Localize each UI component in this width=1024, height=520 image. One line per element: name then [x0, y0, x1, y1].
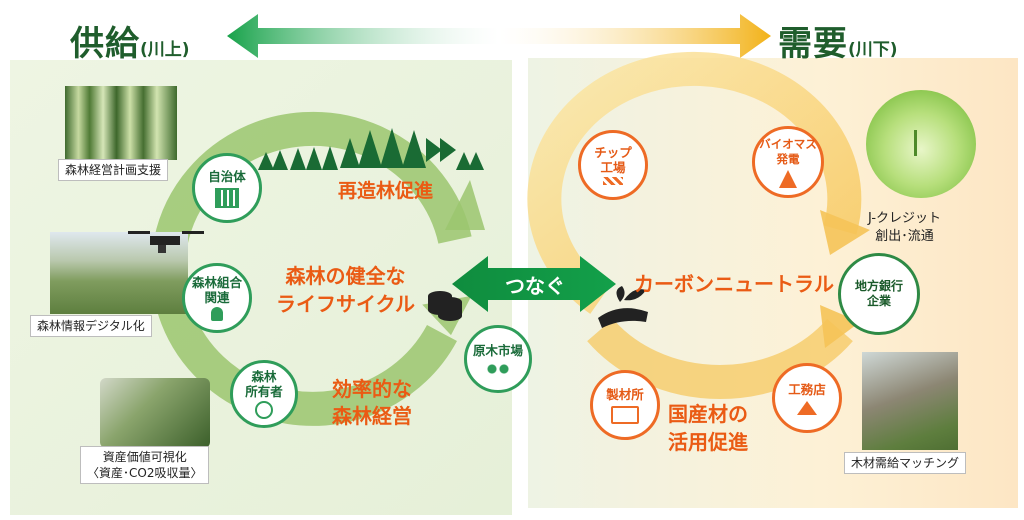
jcredit-text: J-クレジット 創出･流通 — [868, 210, 941, 246]
efficient-management-line2: 森林経営 — [332, 404, 412, 428]
circle-bank: 地方銀行 企業 — [838, 253, 920, 335]
circle-cooperative: 森林組合 関連 — [182, 263, 252, 333]
carbon-neutral-text: カーボンニュートラル — [634, 272, 834, 296]
forest-lifecycle-text: 森林の健全な ライフサイクル — [276, 262, 415, 318]
supply-subtitle: (川上) — [140, 40, 190, 60]
forest-lifecycle-line2: ライフサイクル — [276, 292, 415, 316]
forest-lifecycle-line1: 森林の健全な — [285, 264, 406, 288]
demand-title: 需要 — [778, 24, 848, 64]
circle-cooperative-line1: 森林組合 — [191, 275, 242, 290]
label-forest-plan: 森林経営計画支援 — [58, 159, 169, 181]
power-tower-icon — [779, 169, 797, 188]
circle-sawmill: 製材所 — [590, 370, 660, 440]
tree-row — [258, 128, 484, 170]
supply-heading: 供給(川上) — [70, 16, 190, 65]
domestic-wood-line2: 活用促進 — [668, 430, 748, 454]
circle-biomass-line1: バイオマス — [759, 136, 817, 151]
circle-bank-line1: 地方銀行 — [854, 279, 903, 293]
demand-cycle-ring — [527, 51, 870, 399]
connector-arrow — [452, 256, 616, 312]
circle-sawmill-label: 製材所 — [606, 386, 644, 402]
circle-log-market: 原木市場 — [464, 325, 532, 393]
demand-heading: 需要(川下) — [778, 16, 898, 65]
house-icon — [797, 400, 817, 415]
building-icon — [215, 187, 239, 208]
circle-municipality: 自治体 — [192, 153, 262, 223]
jcredit-line1: J-クレジット — [868, 211, 942, 226]
person-icon — [255, 401, 273, 419]
circle-contractor-label: 工務店 — [788, 381, 826, 397]
tablet-photo — [100, 378, 210, 448]
circle-contractor: 工務店 — [772, 363, 842, 433]
supply-title: 供給 — [70, 24, 140, 64]
circle-chip-factory: チップ 工場 — [578, 130, 648, 200]
label-asset-line1: 資産価値可視化 — [102, 450, 187, 464]
circle-owner: 森林 所有者 — [230, 360, 298, 428]
label-digital: 森林情報デジタル化 — [30, 315, 152, 337]
label-asset: 資産価値可視化 〈資産･CO2吸収量〉 — [80, 446, 210, 484]
circle-bank-line2: 企業 — [866, 294, 891, 308]
circle-biomass: バイオマス 発電 — [752, 126, 824, 198]
jcredit-line2: 創出･流通 — [875, 229, 934, 244]
top-double-arrow — [227, 14, 771, 58]
seedling-photo — [866, 90, 976, 198]
label-matching: 木材需給マッチング — [844, 452, 967, 474]
efficient-management-text: 効率的な 森林経営 — [332, 376, 412, 430]
circle-municipality-label: 自治体 — [208, 168, 246, 184]
circle-cooperative-line2: 関連 — [204, 290, 230, 305]
demand-subtitle: (川下) — [848, 40, 898, 60]
efficient-management-line1: 効率的な — [332, 377, 412, 401]
circle-chip-line1: チップ — [594, 145, 632, 160]
domestic-wood-line1: 国産材の — [668, 402, 748, 426]
drone-icon — [128, 231, 204, 253]
circle-log-market-label: 原木市場 — [472, 342, 523, 358]
reforestation-text: 再造林促進 — [338, 180, 434, 202]
circle-owner-line1: 森林 — [251, 369, 277, 384]
seedling-icon — [914, 130, 931, 156]
domestic-wood-text: 国産材の 活用促進 — [668, 400, 748, 456]
chip-icon — [603, 177, 623, 185]
saw-icon — [611, 405, 639, 424]
stadium-photo — [862, 352, 958, 450]
coins-icon — [428, 291, 462, 321]
logs-icon — [486, 361, 510, 376]
forest-photo — [65, 86, 177, 160]
circle-biomass-line2: 発電 — [776, 151, 800, 166]
circle-chip-line2: 工場 — [600, 160, 626, 175]
connect-label: つなぐ — [505, 274, 565, 298]
hand-seedling-icon — [598, 286, 648, 328]
circle-owner-line2: 所有者 — [245, 384, 283, 399]
worker-icon — [211, 307, 223, 321]
label-asset-line2: 〈資産･CO2吸収量〉 — [87, 466, 203, 480]
